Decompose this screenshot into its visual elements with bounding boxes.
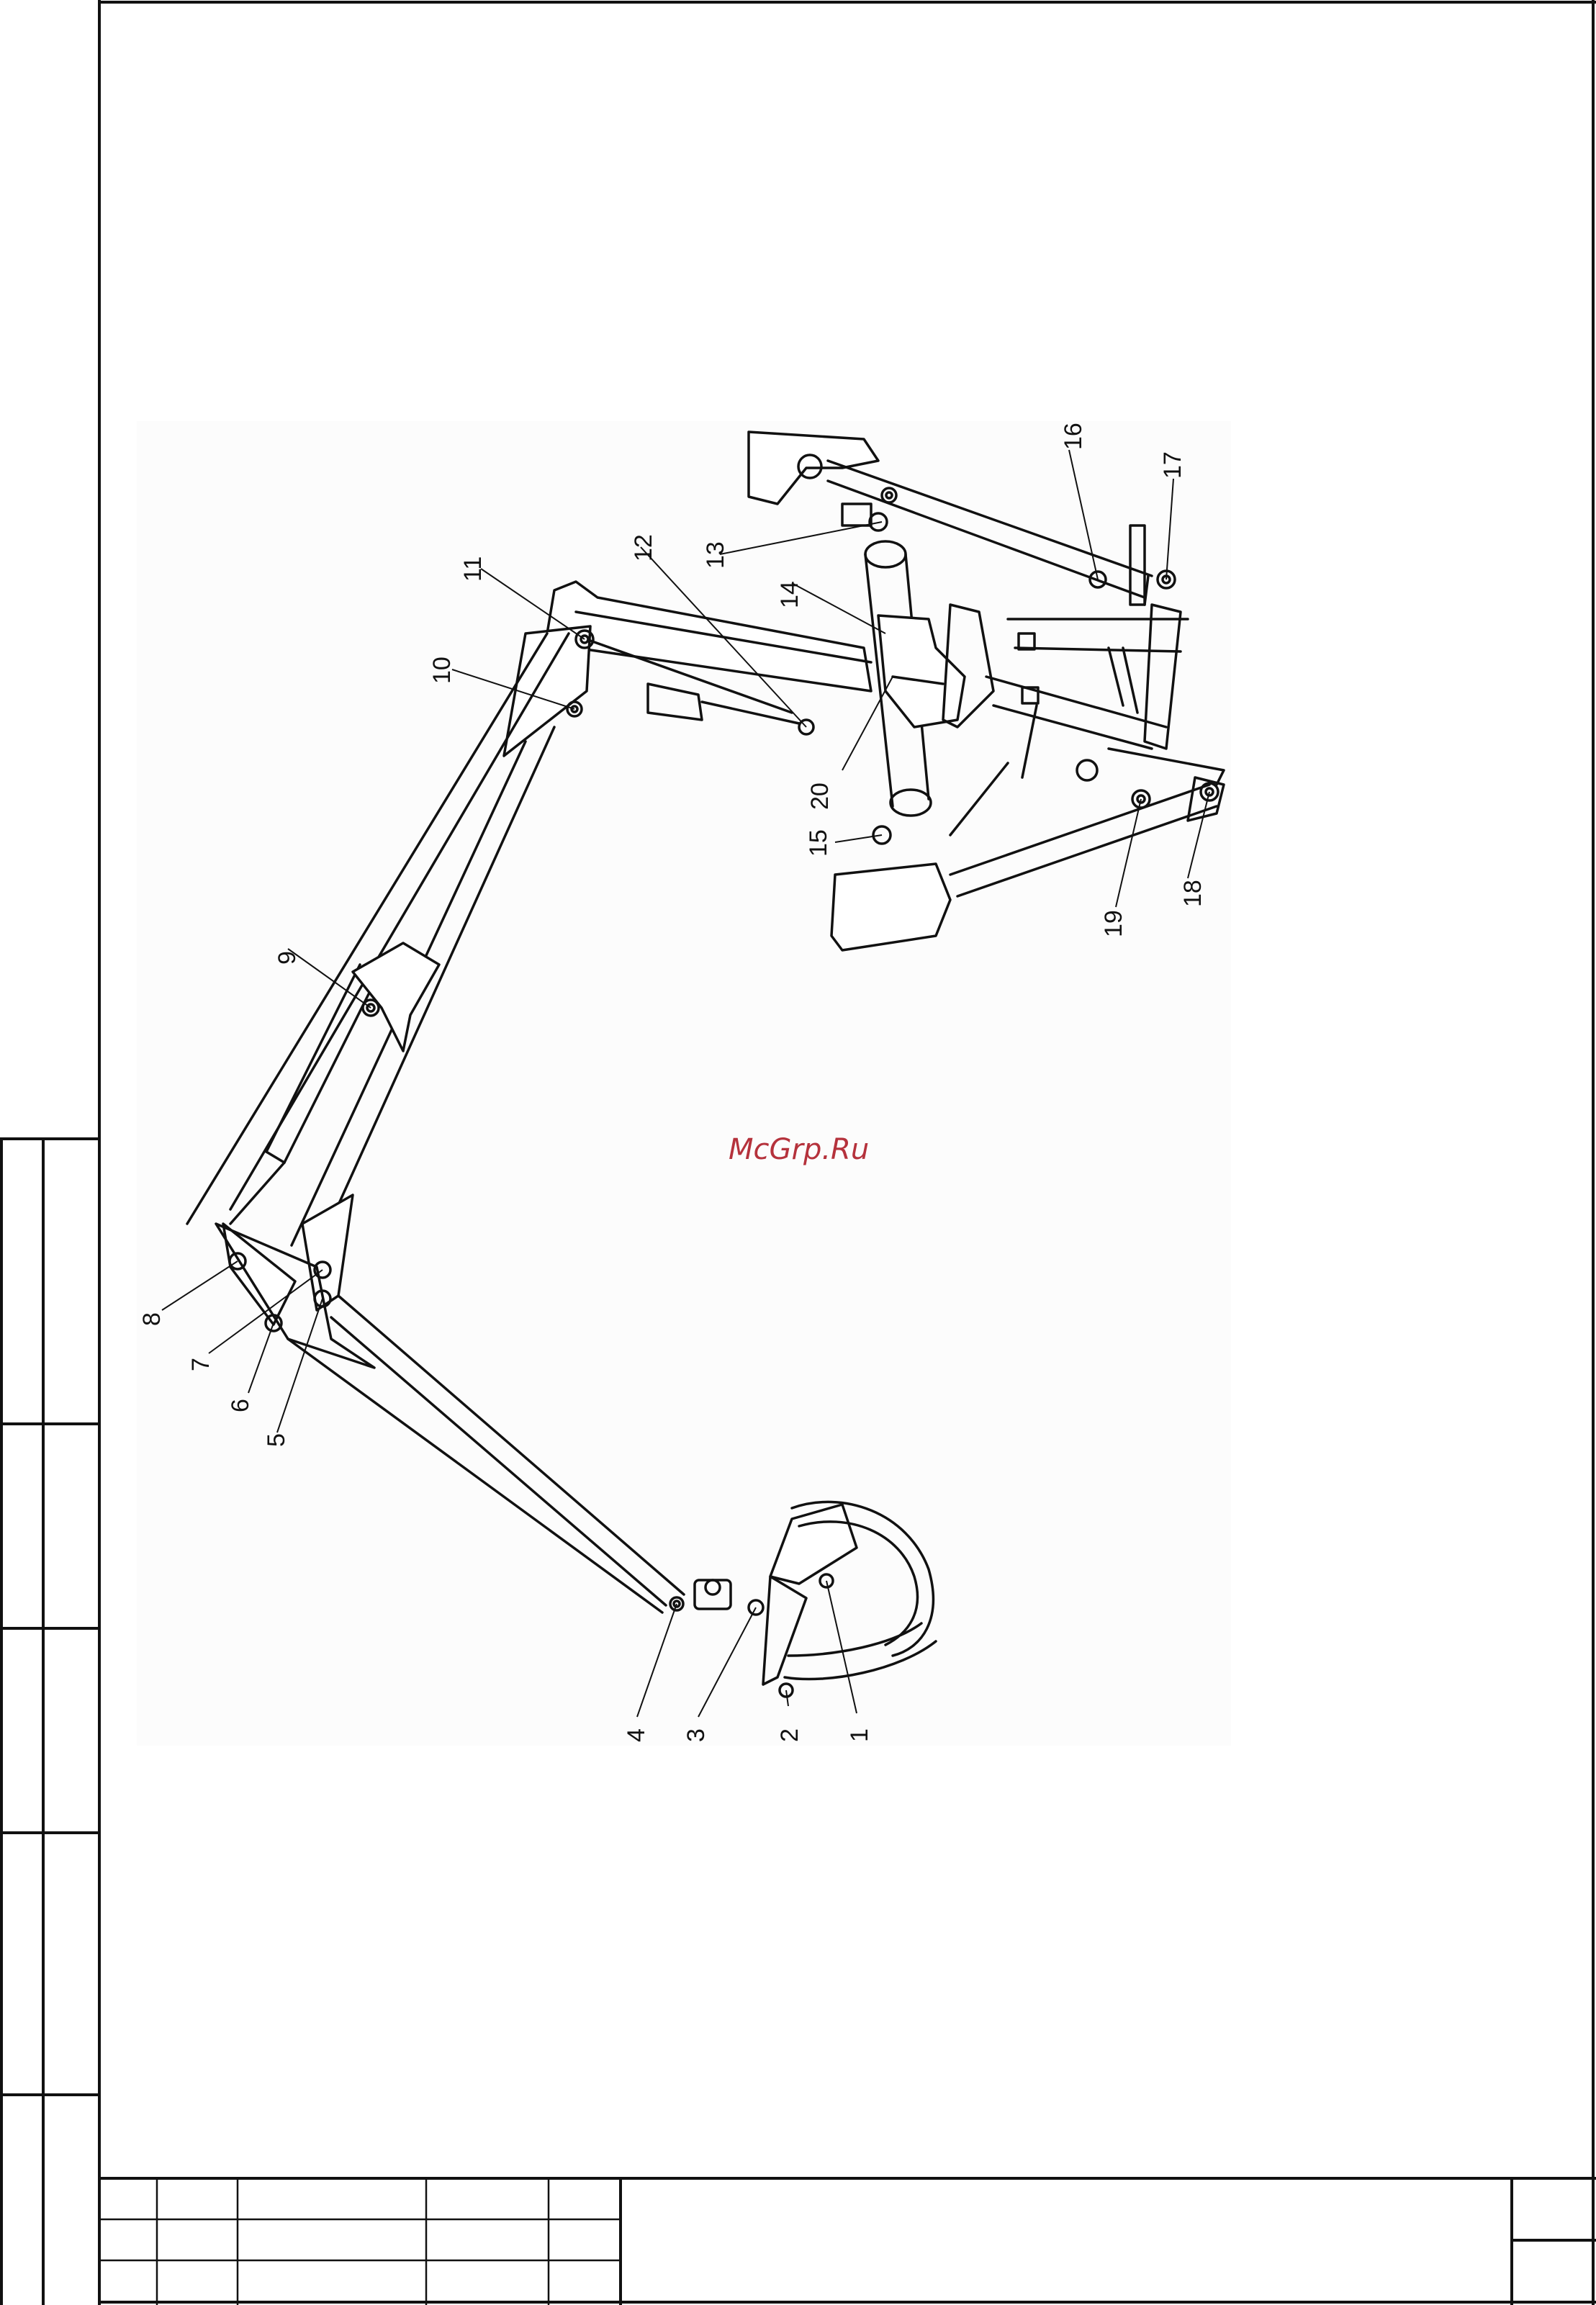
callout-4: 4 <box>623 1728 650 1742</box>
callout-14: 14 <box>776 581 803 608</box>
callout-2: 2 <box>776 1728 803 1742</box>
title-block <box>99 2178 1596 2305</box>
callout-1: 1 <box>846 1728 873 1742</box>
callout-20: 20 <box>806 782 834 810</box>
callout-5: 5 <box>263 1433 290 1447</box>
callout-12: 12 <box>630 534 657 561</box>
callout-8: 8 <box>138 1312 166 1326</box>
callout-15: 15 <box>805 829 832 857</box>
callout-6: 6 <box>227 1399 254 1412</box>
callout-9: 9 <box>274 951 301 965</box>
side-stamp <box>0 1139 99 2305</box>
callout-10: 10 <box>428 657 456 684</box>
callout-19: 19 <box>1100 910 1127 937</box>
watermark: McGrp.Ru <box>729 1133 869 1166</box>
callout-16: 16 <box>1060 423 1087 450</box>
callout-11: 11 <box>459 556 487 582</box>
callout-17: 17 <box>1159 451 1186 479</box>
callout-18: 18 <box>1179 880 1207 907</box>
callout-7: 7 <box>187 1358 215 1371</box>
callout-3: 3 <box>682 1728 710 1742</box>
callout-13: 13 <box>702 541 729 569</box>
